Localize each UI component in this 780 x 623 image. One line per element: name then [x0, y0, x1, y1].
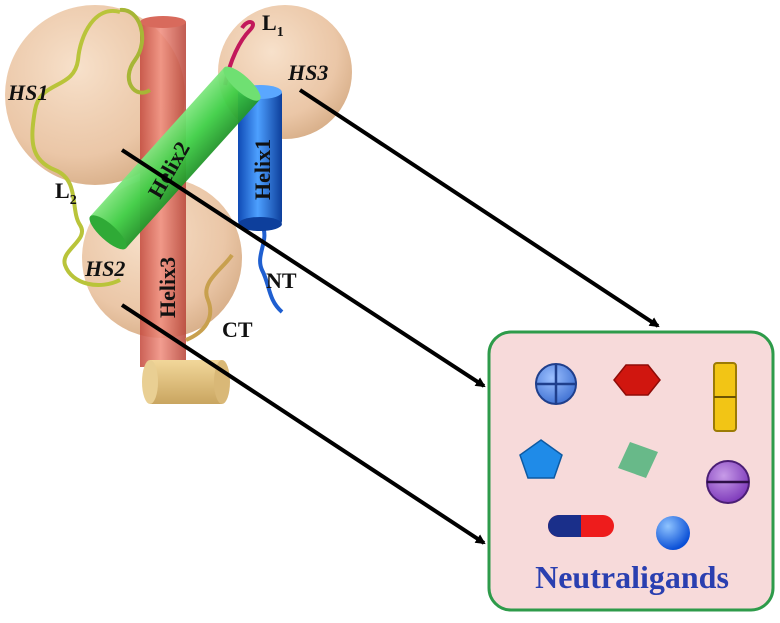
- diamond-icon: [618, 442, 658, 478]
- helix2-cylinder: [89, 66, 261, 250]
- pentagon-icon: [519, 439, 563, 479]
- arrow-hs3: [298, 88, 660, 328]
- hs2-label: HS2: [84, 256, 125, 281]
- ct-label: CT: [222, 317, 253, 342]
- l1-base: L: [262, 10, 277, 35]
- l2-base: L: [55, 178, 70, 203]
- hexagon-icon: [613, 364, 661, 396]
- arrow-hs1: [120, 148, 486, 388]
- loop-hs1: [119, 8, 152, 95]
- neutraligand-panel: Neutraligands: [487, 330, 775, 612]
- loop-ct: [185, 253, 234, 342]
- split-bar-icon: [713, 362, 737, 432]
- l2-sub: 2: [70, 193, 77, 208]
- loop-l1: [223, 20, 255, 86]
- loop-nt: [258, 224, 284, 314]
- nt-label: NT: [266, 268, 297, 293]
- loop-l2: [30, 8, 121, 287]
- panel-title: Neutraligands: [535, 559, 729, 595]
- capsule-icon: [548, 515, 614, 537]
- helix1-label: Helix1: [250, 139, 275, 200]
- crossed-circle-icon: [535, 363, 577, 405]
- sphere-icon: [656, 516, 690, 550]
- hs3-label: HS3: [287, 60, 328, 85]
- helix3-label: Helix3: [155, 257, 180, 318]
- minus-circle-icon: [706, 460, 750, 504]
- l1-sub: 1: [277, 25, 284, 40]
- arrow-hs2: [120, 303, 486, 545]
- hs1-label: HS1: [7, 80, 48, 105]
- l1-label: L1: [262, 10, 284, 40]
- l2-label: L2: [55, 178, 77, 208]
